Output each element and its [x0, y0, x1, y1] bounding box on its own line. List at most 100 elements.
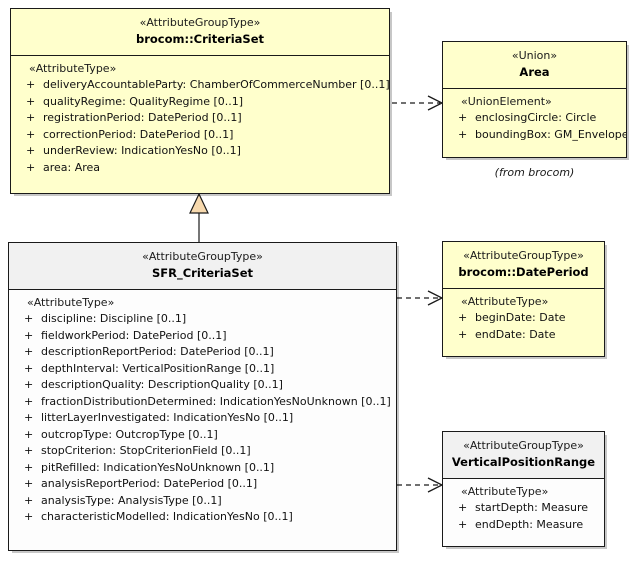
class-name: Area	[519, 64, 550, 79]
attribute-text: underReview: IndicationYesNo [0..1]	[43, 144, 241, 158]
attribute-visibility: +	[24, 460, 34, 474]
class-attributes-vertical-position-range: «AttributeType» +startDepth: Measure +en…	[443, 479, 604, 540]
class-box-brocom-dateperiod[interactable]: «AttributeGroupType» brocom::DatePeriod …	[442, 241, 605, 357]
attribute-text: outcropType: OutcropType [0..1]	[41, 427, 218, 441]
attribute-text: litterLayerInvestigated: IndicationYesNo…	[41, 411, 294, 425]
attribute-row: + enclosingCircle: Circle	[443, 110, 626, 127]
attribute-row: +analysisReportPeriod: DatePeriod [0..1]	[9, 476, 396, 493]
class-stereotype: «Union»	[511, 49, 558, 62]
class-stereotype: «AttributeGroupType»	[463, 249, 584, 262]
attribute-row: + fractionDistributionDetermined: Indicat…	[9, 394, 396, 411]
attribute-visibility: +	[24, 427, 34, 441]
attribute-text: area: Area	[43, 160, 101, 174]
attribute-visibility: +	[24, 493, 34, 507]
attribute-visibility: +	[458, 517, 468, 531]
attribute-text: discipline: Discipline [0..1]	[41, 312, 187, 326]
attribute-text: descriptionReportPeriod: DatePeriod [0..…	[41, 345, 274, 359]
attribute-row: + area: Area	[11, 160, 389, 177]
class-box-brocom-criteriaset[interactable]: «AttributeGroupType» brocom::CriteriaSet…	[10, 8, 390, 194]
attribute-row: +boundingBox: GM_Envelope	[443, 127, 626, 144]
compartment-stereotype: «UnionElement»	[461, 95, 552, 109]
attribute-text: analysisType: AnalysisType [0..1]	[41, 493, 222, 507]
attribute-text: correctionPeriod: DatePeriod [0..1]	[43, 127, 234, 141]
attribute-text: qualityRegime: QualityRegime [0..1]	[43, 94, 244, 108]
attribute-row: + discipline: Discipline [0..1]	[9, 311, 396, 328]
attribute-visibility: +	[26, 111, 36, 125]
attribute-row: + analysisType: AnalysisType [0..1]	[9, 493, 396, 510]
attribute-text: depthInterval: VerticalPositionRange [0.…	[41, 361, 275, 375]
attribute-visibility: +	[24, 411, 34, 425]
attribute-row: + stopCriterion: StopCriterionField [0..1…	[9, 443, 396, 460]
compartment-stereotype: «AttributeType»	[461, 295, 549, 309]
attribute-visibility: +	[26, 94, 36, 108]
class-stereotype: «AttributeGroupType»	[142, 250, 263, 263]
attribute-row: + descriptionReportPeriod: DatePeriod [0.…	[9, 344, 396, 361]
attribute-text: enclosingCircle: Circle	[475, 111, 597, 125]
class-stereotype: «AttributeGroupType»	[463, 439, 584, 452]
attribute-visibility: +	[26, 78, 36, 92]
attribute-text: startDepth: Measure	[475, 501, 589, 515]
class-header-area: «Union» Area	[443, 42, 626, 90]
attribute-row: + endDepth: Measure	[443, 517, 604, 534]
class-stereotype: «AttributeGroupType»	[139, 16, 261, 29]
attribute-row: + characteristicModelled: IndicationYesNo…	[9, 509, 396, 526]
attribute-visibility: +	[458, 111, 468, 125]
class-box-area[interactable]: «Union» Area «UnionElement» + enclosingCi…	[442, 41, 627, 158]
class-box-vertical-position-range[interactable]: «AttributeGroupType» VerticalPositionRan…	[442, 431, 605, 547]
attribute-visibility: +	[24, 444, 34, 458]
attribute-visibility: +	[24, 510, 34, 524]
attribute-row: + outcropType: OutcropType [0..1]	[9, 427, 396, 444]
attribute-row: + litterLayerInvestigated: IndicationYesN…	[9, 410, 396, 427]
attribute-visibility: +	[26, 160, 36, 174]
class-header-sfr-criteriaset: «AttributeGroupType» SFR_CriteriaSet	[9, 243, 396, 291]
dependency-sfr-to-verticalpositionrange	[397, 477, 444, 493]
class-box-sfr-criteriaset[interactable]: «AttributeGroupType» SFR_CriteriaSet «At…	[8, 242, 397, 551]
attribute-text: deliveryAccountableParty: ChamberOfComme…	[43, 78, 390, 92]
attribute-row: + endDate: Date	[443, 327, 604, 344]
attribute-text: descriptionQuality: DescriptionQuality […	[41, 378, 283, 392]
attribute-visibility: +	[24, 328, 34, 342]
class-header-brocom-criteriaset: «AttributeGroupType» brocom::CriteriaSet	[11, 9, 389, 57]
attribute-text: pitRefilled: IndicationYesNoUnknown [0..…	[41, 460, 275, 474]
attribute-text: registrationPeriod: DatePeriod [0..1]	[43, 111, 242, 125]
attribute-row: + depthInterval: VerticalPositionRange [0…	[9, 361, 396, 378]
attribute-visibility: +	[24, 378, 34, 392]
attribute-text: characteristicModelled: IndicationYesNo …	[41, 510, 293, 524]
compartment-stereotype: «AttributeType»	[27, 296, 115, 310]
attribute-row: + beginDate: Date	[443, 310, 604, 327]
attribute-row: + pitRefilled: IndicationYesNoUnknown [0.…	[9, 460, 396, 477]
attribute-row: + deliveryAccountableParty: ChamberOfComm…	[11, 77, 389, 94]
attribute-visibility: +	[24, 361, 34, 375]
attribute-row: + qualityRegime: QualityRegime [0..1]	[11, 94, 389, 111]
class-attributes-sfr-criteriaset: «AttributeType» + discipline: Discipline …	[9, 290, 396, 533]
attribute-text: endDate: Date	[475, 327, 556, 341]
dependency-sfr-to-dateperiod	[397, 290, 444, 306]
class-name: brocom::DatePeriod	[458, 264, 589, 279]
attribute-visibility: +	[458, 327, 468, 341]
attribute-row: + registrationPeriod: DatePeriod [0..1]	[11, 110, 389, 127]
attribute-visibility: +	[24, 345, 34, 359]
attribute-row: + descriptionQuality: DescriptionQuality …	[9, 377, 396, 394]
class-attributes-area: «UnionElement» +enclosingCircle: Circle …	[443, 89, 626, 150]
dependency-criteriaset-to-area	[392, 95, 444, 111]
class-attributes-brocom-dateperiod: «AttributeType» + beginDate: Date + endDat…	[443, 289, 604, 350]
attribute-visibility: +	[24, 312, 34, 326]
class-name: VerticalPositionRange	[451, 454, 596, 469]
attribute-visibility: +	[24, 394, 34, 408]
attribute-visibility: +	[458, 501, 468, 515]
compartment-stereotype: «AttributeType»	[29, 62, 117, 76]
attribute-visibility: +	[24, 477, 34, 491]
attribute-row: + correctionPeriod: DatePeriod [0..1]	[11, 127, 389, 144]
attribute-text: beginDate: Date	[475, 311, 566, 325]
class-name: SFR_CriteriaSet	[151, 265, 254, 280]
class-header-vertical-position-range: «AttributeGroupType» VerticalPositionRan…	[443, 432, 604, 480]
attribute-text: endDepth: Measure	[475, 517, 584, 531]
attribute-text: fieldworkPeriod: DatePeriod [0..1]	[41, 328, 227, 342]
attribute-text: stopCriterion: StopCriterionField [0..1]	[41, 444, 251, 458]
area-package-footnote: (from brocom)	[494, 166, 575, 179]
attribute-row: + fieldworkPeriod: DatePeriod [0..1]	[9, 328, 396, 345]
attribute-visibility: +	[458, 311, 468, 325]
attribute-visibility: +	[26, 127, 36, 141]
attribute-row: +underReview: IndicationYesNo [0..1]	[11, 143, 389, 160]
attribute-text: fractionDistributionDetermined: Indicati…	[41, 394, 391, 408]
